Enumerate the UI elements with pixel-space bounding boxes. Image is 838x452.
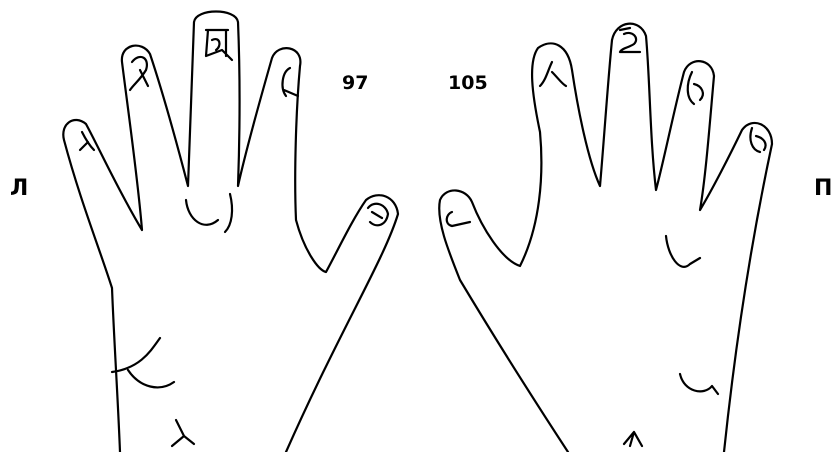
left-pattern-index (283, 68, 298, 96)
left-triradius-b (172, 420, 194, 446)
right-triradius-b (624, 432, 642, 446)
right-pattern-little (750, 128, 765, 152)
left-palm-crease (112, 338, 174, 387)
left-pattern-thumb (368, 204, 388, 226)
left-finger-patterns (80, 30, 388, 225)
right-pattern-middle (620, 28, 640, 52)
right-pattern-thumb (447, 212, 470, 226)
right-hand (439, 24, 772, 452)
right-pattern-ring (688, 72, 703, 104)
right-hand-label: П (814, 176, 832, 201)
left-triradius-a (186, 194, 232, 232)
right-palm-crease (680, 374, 718, 394)
right-triradius-a (666, 236, 700, 267)
left-hand-label: Л (10, 176, 28, 201)
left-ridge-count: 97 (342, 72, 368, 94)
right-ridge-count: 105 (448, 72, 488, 94)
left-pattern-middle (206, 30, 232, 60)
right-finger-patterns (447, 28, 766, 226)
right-hand-outline (439, 24, 772, 452)
left-pattern-ring (130, 57, 148, 90)
right-pattern-index (540, 62, 566, 86)
